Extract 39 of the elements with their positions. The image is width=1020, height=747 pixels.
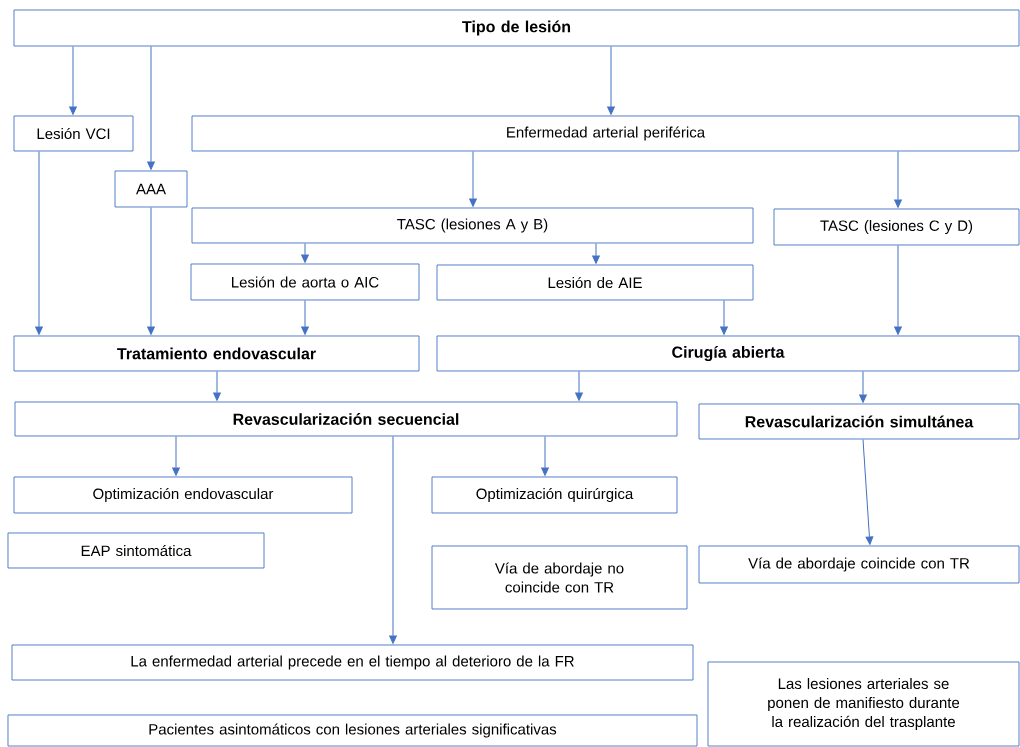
arrow (894, 150, 902, 208)
process-box: TASC (lesiones C y D) (773, 208, 1020, 246)
arrow (301, 299, 309, 335)
arrow (389, 435, 397, 644)
process-box: Revascularización secuencial (14, 401, 678, 437)
process-box: AAA (114, 170, 188, 208)
process-box: Optimización endovascular (13, 476, 353, 514)
arrow (213, 370, 221, 401)
process-box: Lesión de aorta o AIC (190, 263, 420, 301)
process-box: Cirugía abierta (436, 335, 1020, 372)
arrow (147, 206, 155, 335)
arrow (69, 45, 77, 115)
process-box: EAP sintomática (7, 532, 265, 569)
arrow (469, 150, 477, 207)
arrow (859, 370, 867, 403)
arrow (720, 299, 728, 335)
arrow (862, 438, 874, 545)
arrow (894, 244, 902, 335)
process-box: Vía de abordaje coincide con TR (698, 545, 1020, 584)
arrow (172, 435, 180, 476)
process-box: Optimización quirúrgica (431, 476, 678, 514)
process-box: Lesión de AIE (436, 264, 754, 301)
process-box: Pacientes asintomáticos con lesiones arteriales significativas (7, 714, 698, 747)
process-box: Revascularización simultánea (698, 403, 1020, 440)
arrow (301, 242, 309, 263)
heading-box: Tipo de lesión (13, 9, 1020, 47)
process-box: Tratamiento endovascular (13, 335, 420, 372)
process-box: Lesión VCI (13, 115, 134, 152)
arrow (147, 45, 155, 170)
arrow (541, 435, 549, 476)
arrow (592, 242, 600, 264)
arrow (607, 45, 615, 115)
process-box: Enfermedad arterial periférica (191, 115, 1020, 152)
process-box: Las lesiones arteriales se ponen de manifiesto durante la realización del trasplante (707, 661, 1020, 747)
process-box: La enfermedad arterial precede en el tiempo al deterioro de la FR (11, 644, 694, 681)
process-box: Vía de abordaje no coincide con TR (431, 545, 688, 610)
arrow (35, 150, 43, 335)
process-box: TASC (lesiones A y B) (191, 207, 754, 244)
arrow (575, 370, 583, 401)
